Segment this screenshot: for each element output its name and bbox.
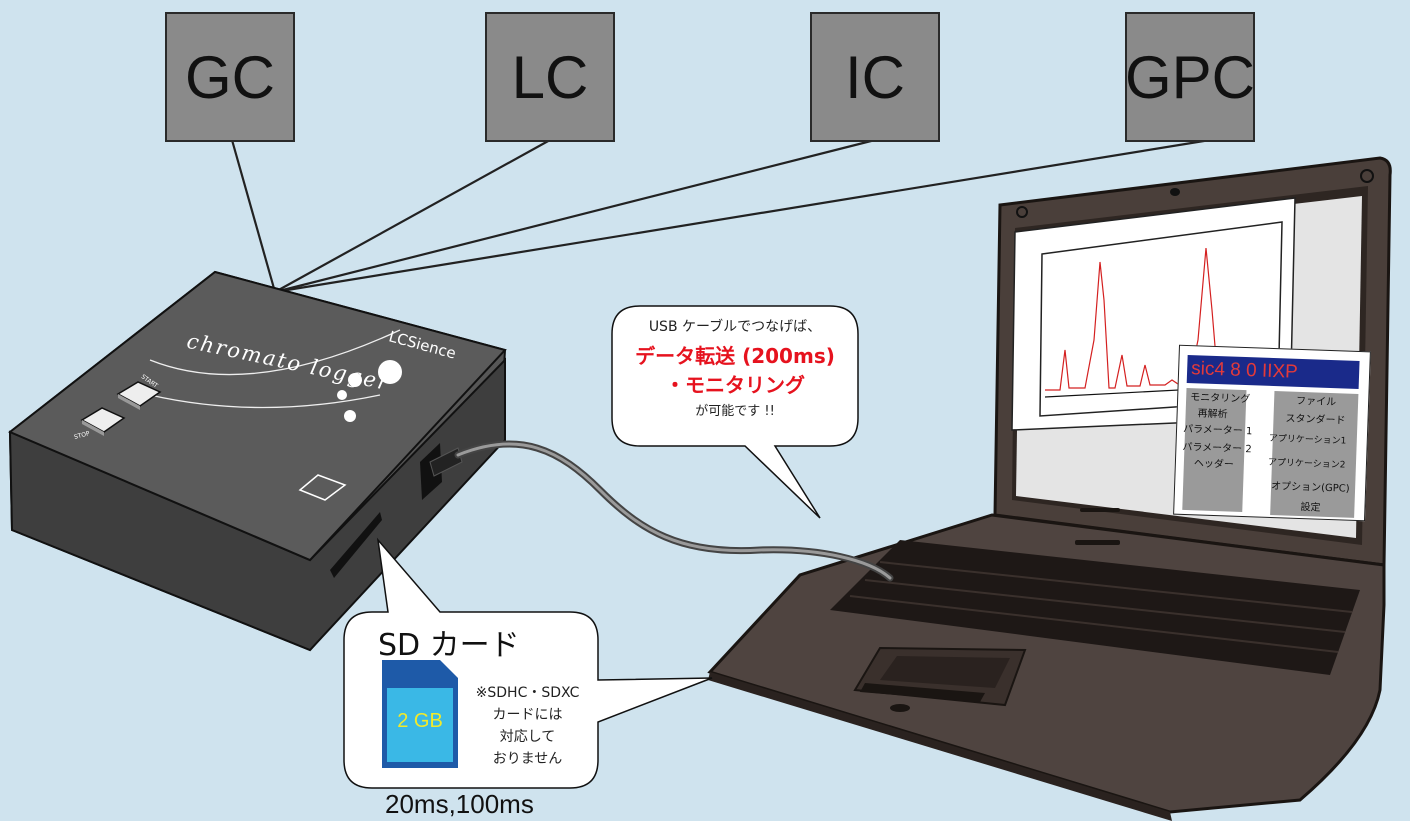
menu-item-options-gpc[interactable]: オプション(GPC) <box>1270 481 1350 495</box>
app-right-menu: ファイル スタンダード アプリケーション1 アプリケーション2 オプション(GP… <box>1267 391 1359 518</box>
app-title-bar: sic4 8 0 IIXP <box>1186 355 1360 389</box>
sd-slot-symbol <box>298 474 347 501</box>
usb-cable <box>454 440 894 582</box>
instrument-connection-lines <box>230 138 1211 294</box>
menu-item-application-2[interactable]: アプリケーション2 <box>1267 457 1346 471</box>
menu-item-parameter-2[interactable]: パラメーター 2 <box>1182 441 1252 456</box>
sd-card-capacity: 2 GB <box>397 710 443 732</box>
sd-note-line3: 対応して <box>499 729 556 745</box>
menu-item-parameter-1[interactable]: パラメーター 1 <box>1182 423 1253 438</box>
menu-item-reanalysis[interactable]: 再解析 <box>1197 408 1228 421</box>
start-button-graphic <box>116 381 162 407</box>
instrument-label: GC <box>185 43 275 111</box>
usb-bubble-line1: USB ケーブルでつなげば、 <box>648 319 822 335</box>
sd-bubble-title: SD カード <box>378 628 520 663</box>
sd-card-slot <box>330 512 382 578</box>
menu-item-monitoring[interactable]: モニタリング <box>1189 392 1251 406</box>
instrument-label: LC <box>511 43 589 111</box>
sd-note-line1: ※SDHC・SDXC <box>475 685 580 701</box>
menu-item-settings[interactable]: 設定 <box>1300 502 1321 514</box>
menu-item-application-1[interactable]: アプリケーション1 <box>1268 433 1347 447</box>
usb-bubble-line4: が可能です !! <box>695 404 775 419</box>
app-window: sic4 8 0 IIXP モニタリング 再解析 パラメーター 1 パラメーター… <box>1173 344 1371 522</box>
interval-caption: 20ms,100ms <box>385 789 534 819</box>
instrument-label: IC <box>845 43 905 111</box>
app-left-menu: モニタリング 再解析 パラメーター 1 パラメーター 2 ヘッダー <box>1182 387 1252 513</box>
menu-item-file[interactable]: ファイル <box>1295 395 1337 409</box>
sd-card-graphic <box>382 660 458 768</box>
sd-note-line2: カードには <box>492 707 563 723</box>
instrument-gpc: GPC <box>1125 12 1255 142</box>
instrument-label: GPC <box>1124 43 1256 111</box>
usb-bubble-line2: データ転送 (200ms) <box>635 344 835 368</box>
instrument-ic: IC <box>810 12 940 142</box>
menu-item-standard[interactable]: スタンダード <box>1285 413 1346 427</box>
chromatogram-trace <box>1045 247 1261 391</box>
instrument-lc: LC <box>485 12 615 142</box>
instrument-gc: GC <box>165 12 295 142</box>
sd-note-line4: おりません <box>492 751 563 767</box>
usb-port <box>420 443 442 500</box>
menu-item-header[interactable]: ヘッダー <box>1193 458 1235 471</box>
usb-speech-bubble <box>611 305 859 519</box>
usb-bubble-line3: ・モニタリング <box>665 373 805 397</box>
chromato-logger-device <box>8 270 507 652</box>
